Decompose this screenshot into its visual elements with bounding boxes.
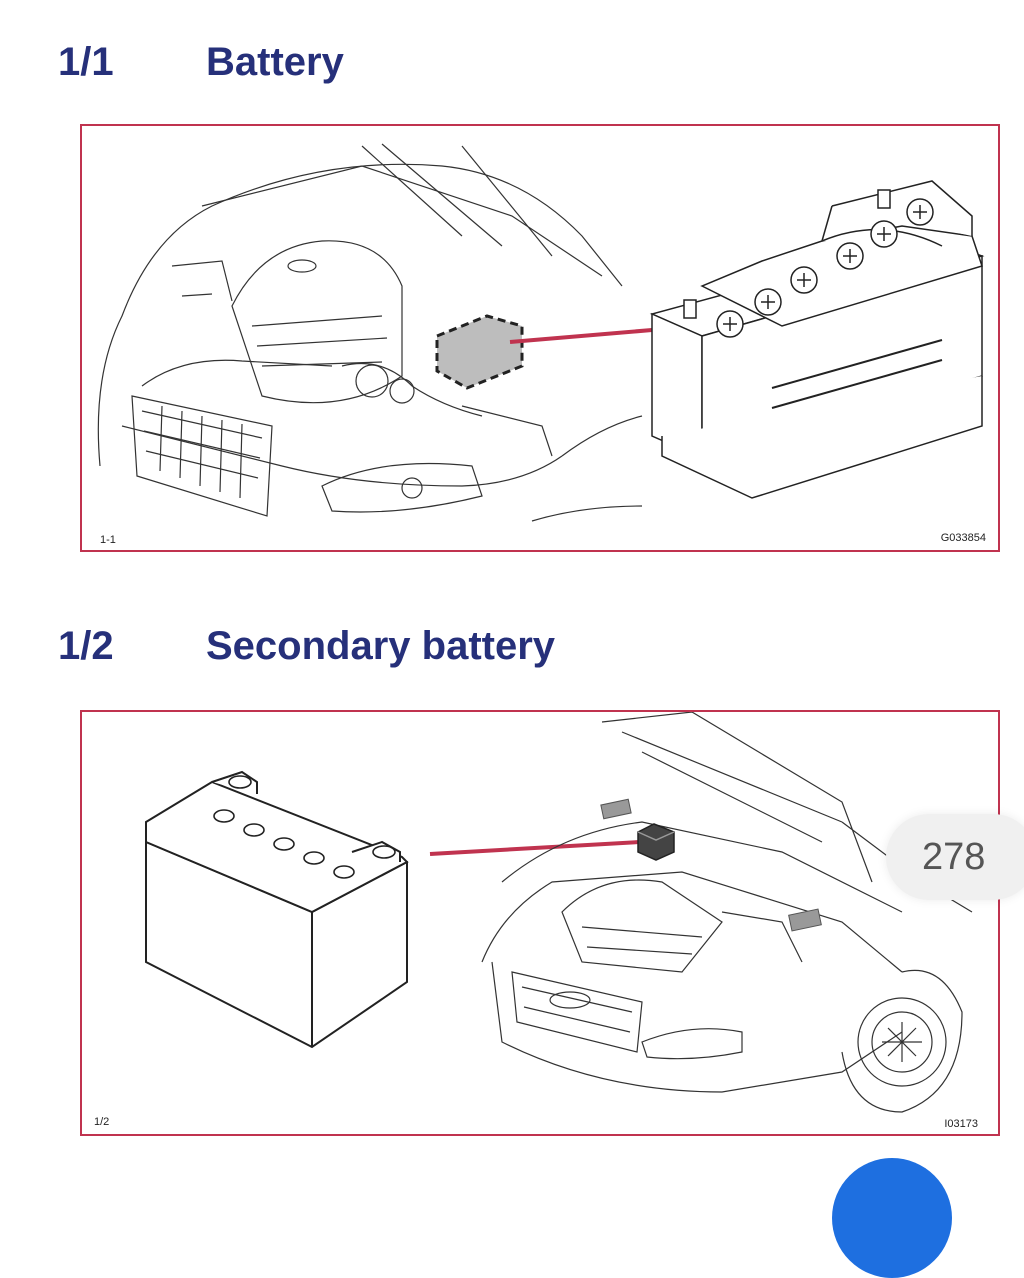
figure-corner-label: 1/2 [94,1116,110,1128]
section-heading-secondary-battery: 1/2 Secondary battery [58,624,555,669]
section-title: Battery [206,40,344,84]
page-number: 278 [922,836,986,878]
battery-figure: 1-1 G033854 [80,124,1000,552]
floating-action-button[interactable] [832,1158,952,1278]
secondary-battery-illustration [145,712,973,1113]
section-number: 1/1 [58,40,114,84]
figure-code: I03173 [944,1118,978,1130]
figure-code: G033854 [940,532,986,544]
page-number-badge: 278 [886,814,1024,900]
figure-corner-label: 1-1 [100,534,116,546]
section-heading-battery: 1/1 Battery [58,40,344,85]
section-number: 1/2 [58,624,114,668]
section-title: Secondary battery [206,624,556,668]
battery-illustration [97,143,985,522]
secondary-battery-figure: 1/2 I03173 [80,710,1000,1136]
